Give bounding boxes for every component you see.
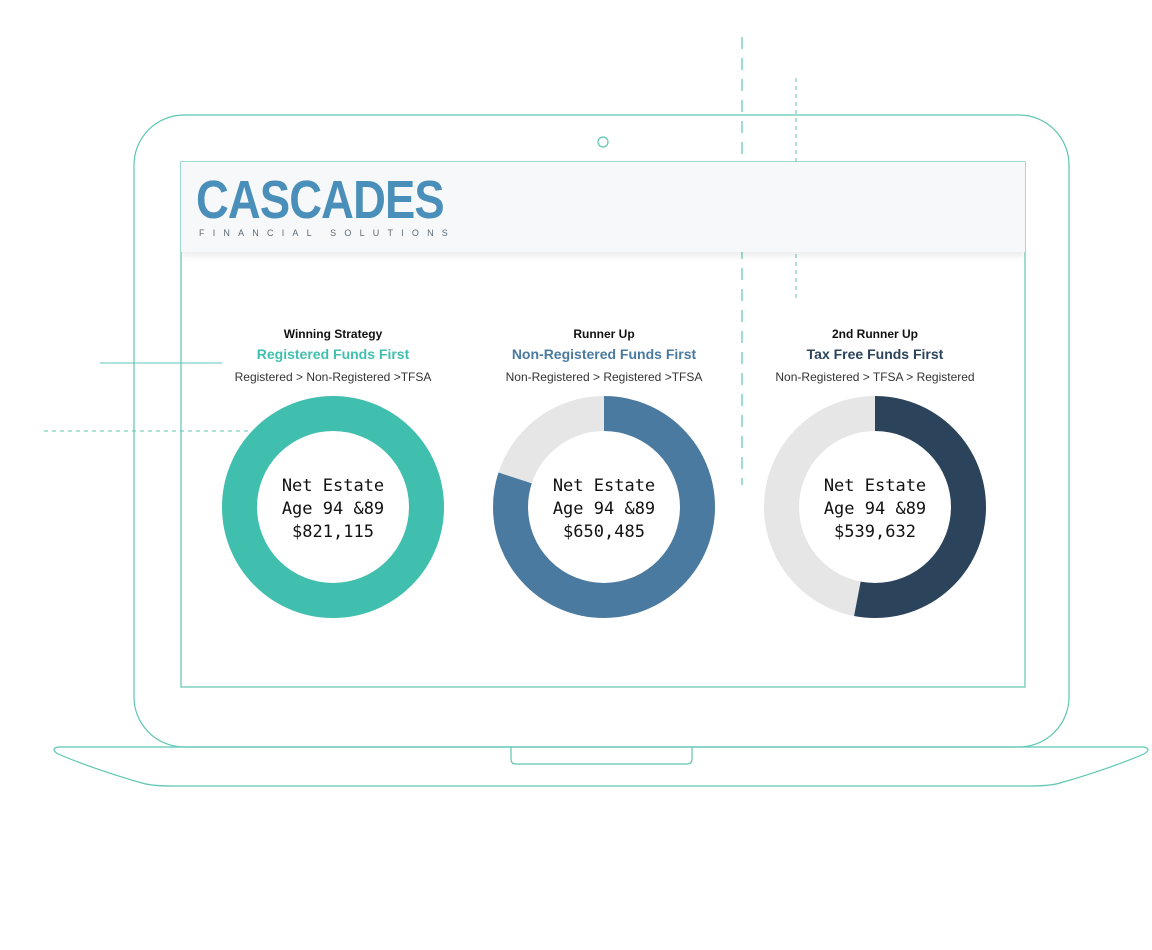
center-title: Net Estate xyxy=(281,476,385,496)
withdrawal-order: Non-Registered > TFSA > Registered xyxy=(775,370,975,384)
donut-chart xyxy=(493,396,715,618)
center-value: $539,632 xyxy=(834,522,916,542)
laptop-base xyxy=(53,746,1149,787)
donut-value-arc xyxy=(764,396,986,618)
center-title: Net Estate xyxy=(823,476,927,496)
rank-label: Winning Strategy xyxy=(283,327,383,341)
rank-label: Runner Up xyxy=(573,327,635,341)
strategy-name: Tax Free Funds First xyxy=(806,346,944,362)
withdrawal-order: Non-Registered > Registered >TFSA xyxy=(505,370,703,384)
donut-value-arc xyxy=(222,396,444,618)
app-header: CASCADES FINANCIAL SOLUTIONS xyxy=(181,162,1025,252)
app-screen: CASCADES FINANCIAL SOLUTIONS Winning Str… xyxy=(181,162,1025,687)
donut-center-text: Net Estate Age 94 &89 $539,632 xyxy=(775,475,975,544)
logo-wordmark: CASCADES xyxy=(196,170,445,230)
strategy-name: Non-Registered Funds First xyxy=(511,346,697,362)
logo-tagline: FINANCIAL SOLUTIONS xyxy=(199,228,456,238)
rank-label: 2nd Runner Up xyxy=(832,327,918,341)
strategy-name: Registered Funds First xyxy=(256,346,410,362)
trackpad-notch xyxy=(510,747,693,765)
strategy-panel-3: 2nd Runner Up Tax Free Funds First Non-R… xyxy=(745,327,1005,667)
donut-chart xyxy=(222,396,444,618)
strategy-panel-2: Runner Up Non-Registered Funds First Non… xyxy=(474,327,734,667)
center-value: $650,485 xyxy=(563,522,645,542)
center-age: Age 94 &89 xyxy=(552,499,656,519)
center-title: Net Estate xyxy=(552,476,656,496)
donut-center-text: Net Estate Age 94 &89 $821,115 xyxy=(233,475,433,544)
center-value: $821,115 xyxy=(292,522,374,542)
donut-chart xyxy=(764,396,986,618)
webcam-icon xyxy=(597,136,609,148)
donut-value-arc xyxy=(493,396,715,618)
withdrawal-order: Registered > Non-Registered >TFSA xyxy=(234,370,432,384)
center-age: Age 94 &89 xyxy=(281,499,385,519)
strategy-panel-1: Winning Strategy Registered Funds First … xyxy=(203,327,463,667)
donut-center-text: Net Estate Age 94 &89 $650,485 xyxy=(504,475,704,544)
center-age: Age 94 &89 xyxy=(823,499,927,519)
